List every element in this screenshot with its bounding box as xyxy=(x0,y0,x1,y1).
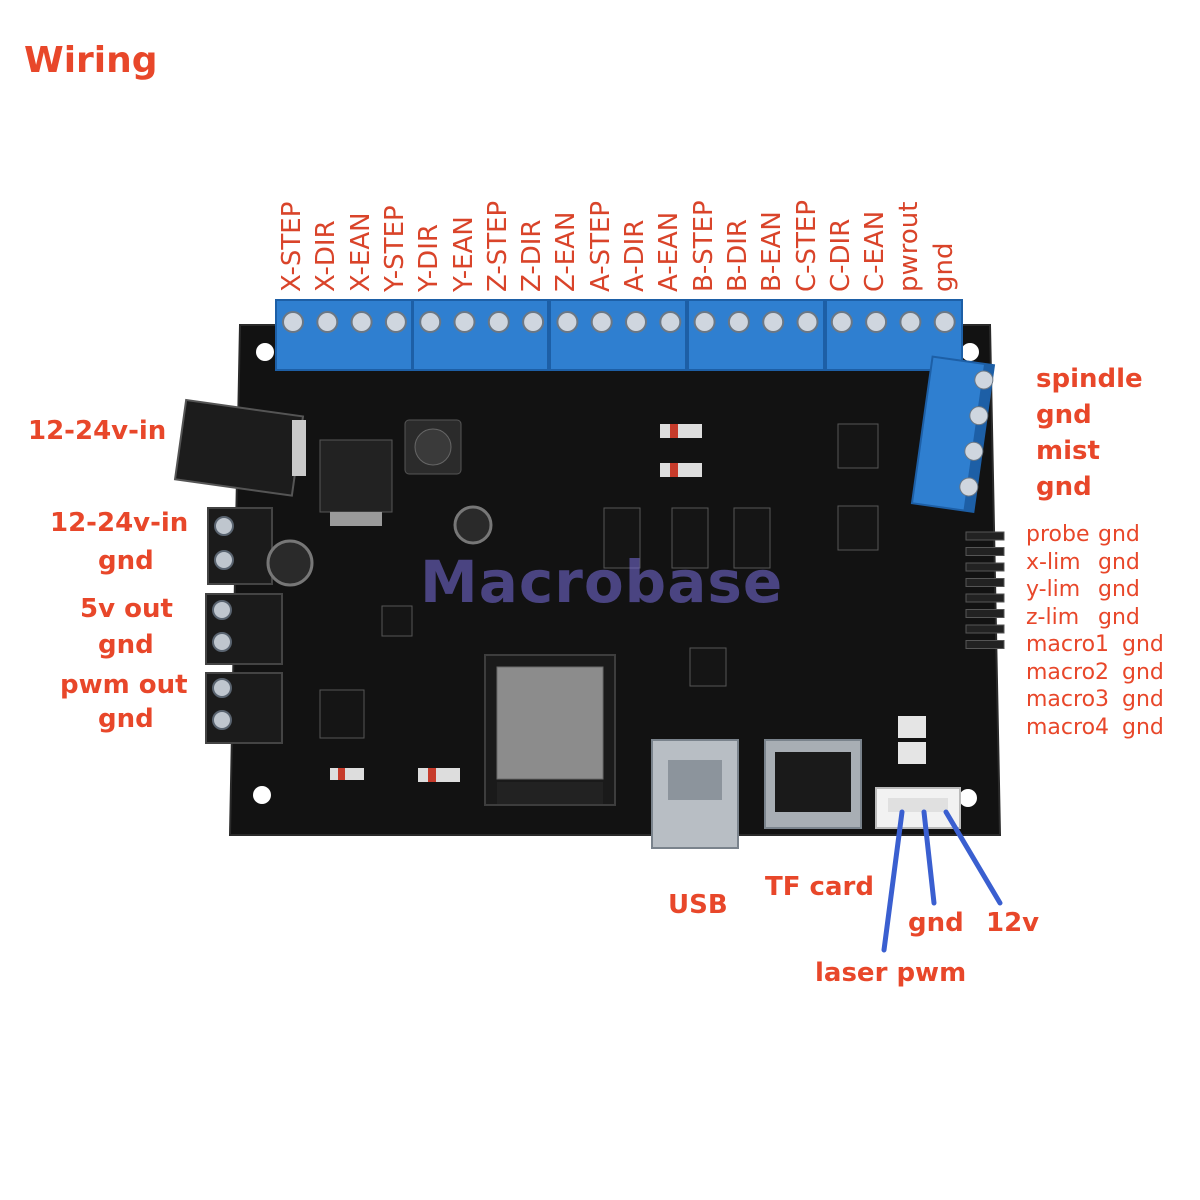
terminal-screw-18 xyxy=(865,311,888,333)
watermark-text: Macrobase xyxy=(420,548,784,616)
right-terminal-label: spindle xyxy=(1036,364,1143,394)
five-v-out-label: 5v out xyxy=(80,594,173,624)
header-signal-gnd: gnd xyxy=(1098,549,1140,575)
top-terminal-label: X-STEP xyxy=(277,201,307,292)
header-signal-name: probe xyxy=(1026,522,1090,547)
header-signal-gnd: gnd xyxy=(1098,577,1140,602)
header-signal-name: macro2 xyxy=(1026,659,1110,685)
top-terminal-label: Y-EAN xyxy=(448,216,479,292)
header-signal-gnd: gnd xyxy=(1098,522,1140,547)
terminal-screw-2 xyxy=(316,311,339,333)
terminal-screw-10 xyxy=(590,311,613,333)
top-terminal-label: B-EAN xyxy=(757,211,788,292)
pwm-out-label: pwm out xyxy=(60,670,188,700)
terminal-screw-5 xyxy=(419,311,442,333)
dc-jack-label: 12-24v-in xyxy=(28,416,167,446)
header-signal-row: macro4 gnd xyxy=(1026,715,1164,740)
header-pin-8 xyxy=(965,640,1005,649)
top-terminal-label: B-DIR xyxy=(722,219,753,292)
terminal-screw-13 xyxy=(693,311,716,333)
header-signal-gnd: gnd xyxy=(1122,714,1164,740)
top-terminal-label: X-EAN xyxy=(345,212,376,292)
header-signal-row: y-lim gnd xyxy=(1026,577,1140,602)
top-terminal-label: Z-DIR xyxy=(517,219,548,293)
header-signal-gnd: gnd xyxy=(1098,604,1140,630)
header-signal-gnd: gnd xyxy=(1122,632,1164,657)
top-terminal-label: A-EAN xyxy=(654,211,685,292)
header-pin-2 xyxy=(965,547,1005,556)
top-terminal-label: A-STEP xyxy=(585,200,616,292)
top-terminal-label: A-DIR xyxy=(620,219,650,292)
laser-pwm-label: laser pwm xyxy=(815,958,967,988)
terminal-screw-17 xyxy=(830,311,853,333)
top-terminal-label: C-STEP xyxy=(791,199,822,292)
top-terminal-label: C-EAN xyxy=(860,210,891,292)
tf-card-label: TF card xyxy=(765,872,874,902)
terminal-screw-16 xyxy=(796,311,819,333)
header-pin-7 xyxy=(965,624,1005,634)
header-signal-gnd: gnd xyxy=(1122,687,1164,712)
header-signal-row: macro3 gnd xyxy=(1026,687,1164,712)
terminal-block-3 xyxy=(549,299,687,371)
terminal-block-2 xyxy=(412,299,549,371)
top-terminal-label: C-DIR xyxy=(825,218,856,292)
header-signal-row: z-lim gnd xyxy=(1026,605,1140,630)
terminal-screw-3 xyxy=(350,311,373,333)
terminal-screw-19 xyxy=(899,311,922,333)
terminal-screw-7 xyxy=(487,311,510,333)
right-terminal-label: gnd xyxy=(1036,472,1092,502)
usb-label: USB xyxy=(668,890,728,920)
power-in-gnd-label: gnd xyxy=(98,546,154,576)
header-signal-name: macro3 xyxy=(1026,687,1110,712)
laser-12v-label: 12v xyxy=(986,908,1040,938)
header-signal-name: x-lim xyxy=(1026,549,1081,575)
terminal-screw-20 xyxy=(933,311,956,333)
terminal-screw-14 xyxy=(727,311,750,333)
terminal-block-4 xyxy=(687,299,825,371)
header-signal-name: y-lim xyxy=(1026,577,1081,602)
header-pin-1 xyxy=(965,531,1005,541)
power-in-label: 12-24v-in xyxy=(50,508,189,538)
terminal-screw-15 xyxy=(762,311,785,333)
pwm-gnd-label: gnd xyxy=(98,704,154,734)
top-terminal-label: pwrout xyxy=(894,201,925,292)
header-pin-5 xyxy=(965,593,1005,603)
header-pin-4 xyxy=(965,578,1005,587)
header-pin-6 xyxy=(965,609,1005,618)
top-terminal-label: X-DIR xyxy=(311,220,342,292)
top-terminal-label: Y-STEP xyxy=(379,205,410,292)
header-signal-name: macro4 xyxy=(1026,714,1110,740)
page-title: Wiring xyxy=(24,40,158,81)
header-signal-name: macro1 xyxy=(1026,632,1110,657)
terminal-screw-9 xyxy=(556,311,579,333)
right-terminal-label: mist xyxy=(1036,436,1100,466)
header-signal-name: z-lim xyxy=(1026,604,1080,630)
terminal-screw-11 xyxy=(625,311,647,333)
header-pin-3 xyxy=(965,562,1005,572)
top-terminal-label: Z-EAN xyxy=(551,211,582,292)
five-v-gnd-label: gnd xyxy=(98,630,154,660)
header-signal-row: macro1 gnd xyxy=(1026,632,1164,657)
top-terminal-label: Y-DIR xyxy=(414,224,445,292)
right-terminal-label: gnd xyxy=(1036,400,1092,430)
top-terminal-label: Z-STEP xyxy=(482,200,513,292)
terminal-screw-12 xyxy=(659,311,682,333)
laser-gnd-label: gnd xyxy=(908,908,964,938)
terminal-screw-8 xyxy=(522,311,545,333)
terminal-screw-1 xyxy=(282,311,304,333)
top-terminal-label: B-STEP xyxy=(688,200,719,292)
header-signal-row: macro2 gnd xyxy=(1026,660,1164,685)
terminal-block-1 xyxy=(275,299,413,371)
header-signal-gnd: gnd xyxy=(1122,659,1164,685)
terminal-screw-4 xyxy=(384,311,407,333)
header-signal-row: probe gnd xyxy=(1026,522,1140,547)
top-terminal-label: gnd xyxy=(928,242,959,293)
header-signal-row: x-lim gnd xyxy=(1026,550,1140,575)
terminal-screw-6 xyxy=(453,311,476,333)
